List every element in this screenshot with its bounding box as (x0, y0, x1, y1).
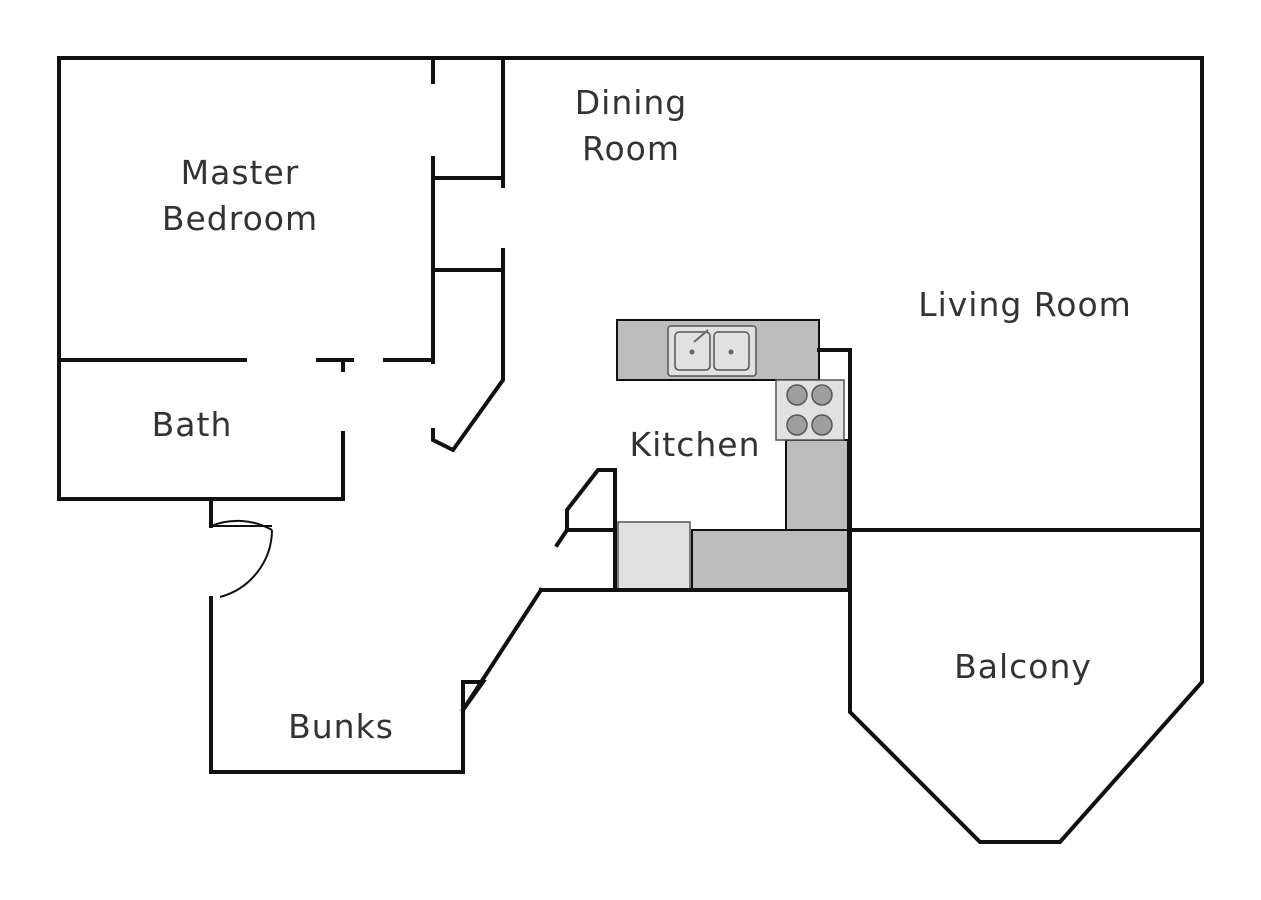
label-master-bedroom-line2: Bedroom (162, 199, 318, 238)
label-balcony: Balcony (954, 647, 1092, 686)
lower-counter (691, 529, 849, 591)
kitchen-fixtures (616, 319, 849, 591)
label-bunks: Bunks (288, 707, 394, 746)
label-bath: Bath (152, 405, 233, 444)
dishwasher (617, 521, 691, 591)
walls (57, 56, 1204, 844)
label-living-room: Living Room (918, 285, 1132, 324)
sink (667, 325, 757, 377)
label-dining-room-line2: Room (582, 129, 680, 168)
stove (775, 379, 845, 441)
label-kitchen: Kitchen (629, 425, 760, 464)
room-labels: Master Bedroom Dining Room Living Room B… (152, 83, 1132, 746)
label-master-bedroom-line1: Master (181, 153, 300, 192)
label-dining-room-line1: Dining (575, 83, 688, 122)
